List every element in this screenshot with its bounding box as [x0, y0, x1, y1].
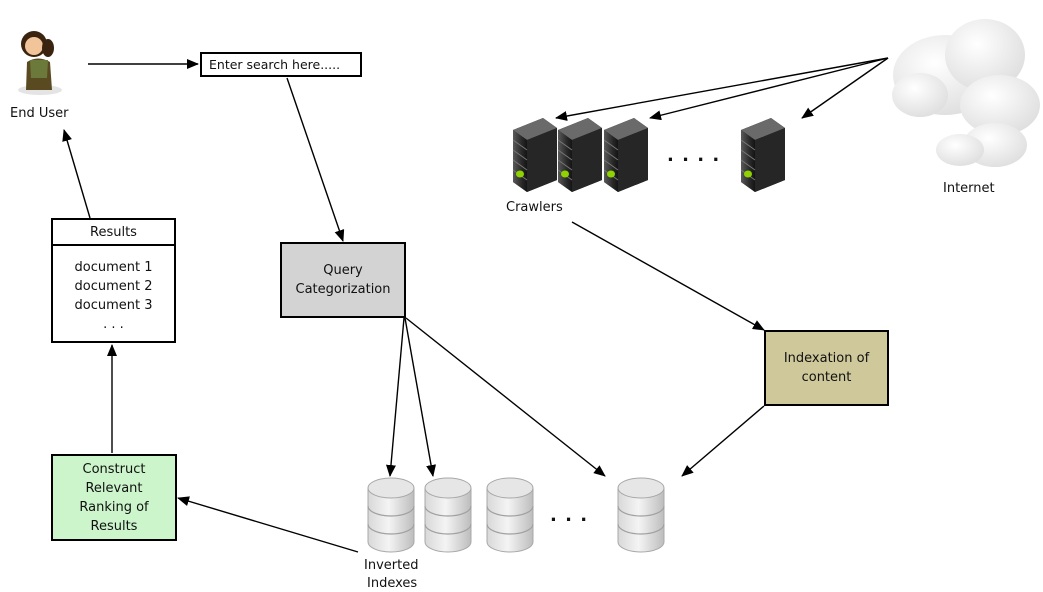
- arrow-query-to-index-n: [405, 317, 606, 477]
- results-title: Results: [53, 220, 174, 246]
- arrow-search-to-query: [286, 77, 345, 242]
- search-input[interactable]: Enter search here.....: [200, 52, 362, 77]
- query-categorization-box: Query Categorization: [280, 242, 406, 318]
- results-list: document 1 document 2 document 3 . . .: [53, 246, 174, 334]
- indexation-box: Indexation of content: [764, 330, 889, 406]
- arrow-crawlers-to-indexation: [571, 221, 765, 331]
- arrow-internet-to-crawler-n: [801, 57, 889, 119]
- query-label-line-1: Query: [323, 263, 363, 278]
- arrow-query-to-index-2: [404, 317, 437, 477]
- ranking-label-line-3: Ranking of: [79, 499, 149, 515]
- internet-label: Internet: [943, 181, 995, 196]
- database-icon: [367, 477, 665, 553]
- person-icon: [18, 31, 62, 95]
- arrow-indexes-to-ranking: [177, 496, 359, 553]
- arrow-results-to-user: [62, 129, 91, 219]
- query-label-line-2: Categorization: [295, 282, 391, 297]
- arrow-indexation-to-indexes: [681, 405, 765, 477]
- arrow-internet-to-crawler-1: [555, 57, 889, 121]
- ranking-box: Construct Relevant Ranking of Results: [51, 454, 177, 541]
- arrow-query-to-index-1: [385, 317, 405, 477]
- result-item[interactable]: document 1: [74, 260, 153, 275]
- ranking-label-line-1: Construct: [82, 461, 146, 477]
- inverted-indexes-label-line-1: Inverted: [364, 558, 419, 573]
- results-panel: Results document 1 document 2 document 3…: [51, 218, 176, 343]
- indexation-label-line-1: Indexation of: [783, 351, 870, 366]
- end-user-label: End User: [10, 106, 69, 121]
- ranking-label-line-4: Results: [90, 518, 138, 534]
- result-item[interactable]: document 3: [74, 298, 153, 313]
- inverted-indexes-label-line-2: Indexes: [367, 576, 418, 591]
- result-item[interactable]: document 2: [74, 279, 153, 294]
- crawlers-label: Crawlers: [506, 200, 563, 215]
- arrow-internet-to-crawler-2: [649, 57, 889, 121]
- server-icon: [512, 117, 786, 193]
- indexes-ellipsis: . . .: [550, 505, 589, 526]
- crawlers-ellipsis: . . . .: [667, 145, 721, 166]
- ranking-label-line-2: Relevant: [85, 480, 143, 496]
- results-ellipsis: . . .: [103, 317, 124, 332]
- cloud-icon: [892, 19, 1040, 167]
- indexation-label-line-2: content: [801, 370, 852, 385]
